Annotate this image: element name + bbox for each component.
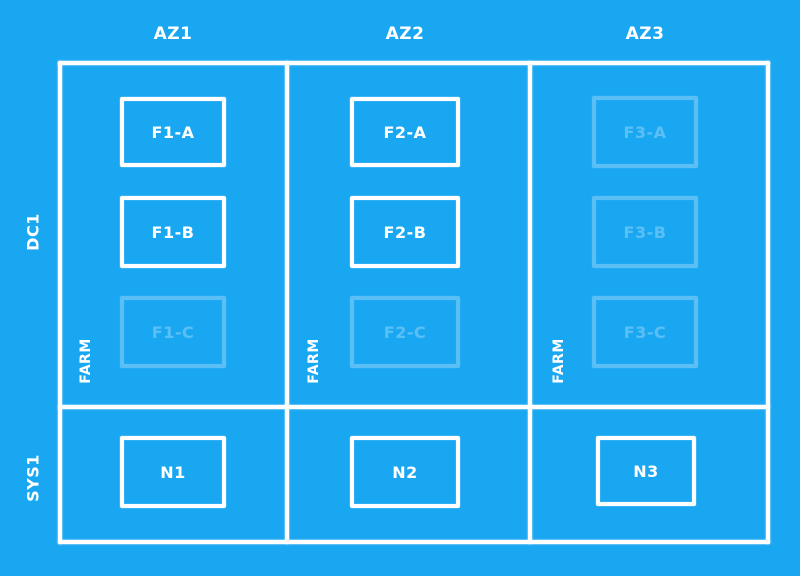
farm-box-f1-c: F1-C	[120, 296, 226, 368]
grid-left-border	[58, 61, 62, 544]
farm-box-f1-a: F1-A	[120, 97, 226, 167]
column-label-az3: AZ3	[625, 24, 665, 44]
grid-column-divider-1	[285, 61, 289, 544]
row-label-dc1: DC1	[23, 213, 43, 251]
sys-box-n1: N1	[120, 436, 226, 508]
row-label-sys1: SYS1	[23, 454, 43, 502]
grid-bottom-border	[58, 540, 770, 544]
farm-box-f2-b: F2-B	[350, 196, 460, 268]
farm-box-f3-c: F3-C	[592, 296, 698, 368]
farm-box-f3-b: F3-B	[592, 196, 698, 268]
grid-right-border	[766, 61, 770, 544]
farm-box-f2-c: F2-C	[350, 296, 460, 368]
grid-top-border	[58, 61, 770, 65]
column-label-az2: AZ2	[385, 24, 425, 44]
farm-label-az3: FARM	[551, 338, 567, 384]
sys-box-n3: N3	[596, 436, 696, 506]
farm-box-f1-b: F1-B	[120, 196, 226, 268]
farm-label-az1: FARM	[78, 338, 94, 384]
farm-box-f3-a: F3-A	[592, 96, 698, 168]
sys-box-n2: N2	[350, 436, 460, 508]
grid-column-divider-2	[528, 61, 532, 544]
farm-box-f2-a: F2-A	[350, 97, 460, 167]
grid-row-divider	[58, 405, 770, 409]
column-label-az1: AZ1	[153, 24, 193, 44]
farm-label-az2: FARM	[306, 338, 322, 384]
